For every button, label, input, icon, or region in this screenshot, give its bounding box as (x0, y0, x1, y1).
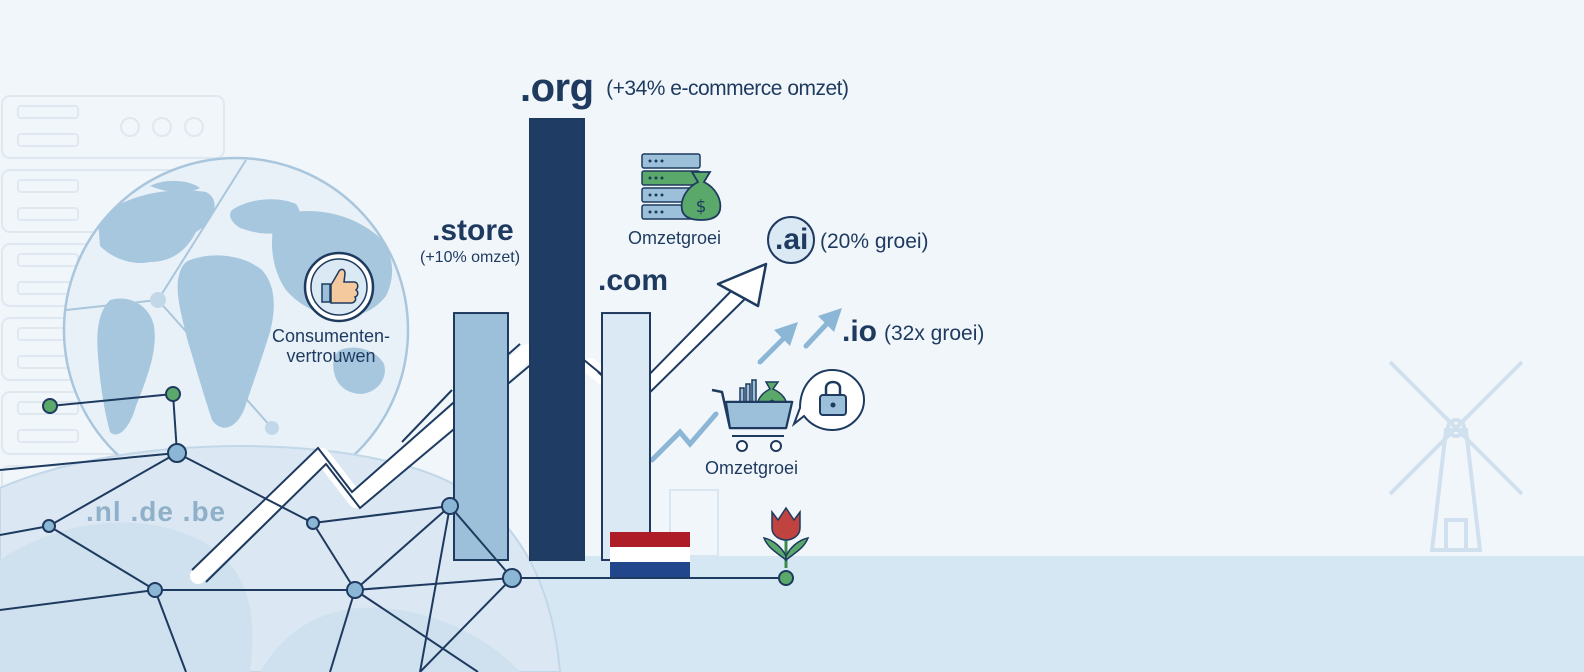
ai-note: (20% groei) (820, 230, 929, 253)
windmill-icon (1388, 360, 1524, 552)
arrow-head-icon (774, 322, 798, 346)
arrow-head-icon (818, 308, 842, 332)
big-up-arrow-icon (716, 262, 768, 308)
growth-bottom-caption: Omzetgroei (705, 458, 799, 478)
trust-caption-line2: vertrouwen (286, 346, 376, 366)
dutch-flag-icon (610, 532, 690, 577)
io-label: .io (842, 315, 877, 348)
network-globe (0, 445, 562, 672)
tulip-icon (762, 506, 810, 568)
bar-com (601, 312, 651, 562)
com-label: .com (598, 264, 669, 297)
ai-label: .ai (775, 223, 809, 256)
server-money-icon: $ (641, 153, 722, 221)
lock-icon (791, 368, 866, 432)
trust-caption: Consumenten- vertrouwen (264, 326, 398, 366)
network-lines (0, 393, 513, 672)
country-domains-label: .nl .de .be (86, 496, 227, 527)
network-nodes (42, 386, 794, 599)
bar-store (453, 312, 509, 562)
shopping-cart-icon: $ (711, 379, 794, 452)
bar-group (453, 118, 651, 562)
store-label: .store (432, 214, 514, 247)
io-note: (32x groei) (884, 322, 985, 345)
ai-badge (767, 216, 815, 264)
trust-caption-line1: Consumenten- (271, 326, 391, 346)
growth-top-caption: Omzetgroei (628, 228, 722, 248)
dollar-sign: $ (696, 197, 707, 217)
org-note: (+34% e-commerce omzet) (606, 77, 849, 100)
store-note: (+10% omzet) (420, 249, 521, 266)
background-box (669, 489, 719, 557)
bar-org (529, 118, 585, 561)
org-label: .org (+34% e-commerce omzet) (520, 66, 849, 110)
thumbs-up-icon (303, 251, 375, 323)
